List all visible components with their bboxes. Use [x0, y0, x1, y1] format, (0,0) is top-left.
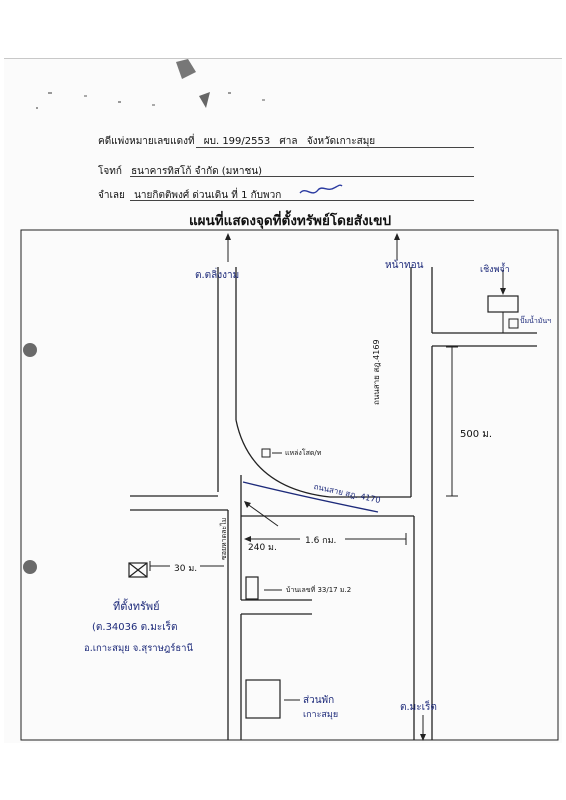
plaintiff-name: ธนาคารทิสโก้ จำกัด (มหาชน) — [131, 166, 263, 177]
label-property-line2: อ.เกาะสมุย จ.สุราษฎร์ธานี — [84, 643, 193, 654]
label-property-line1: (ต.34036 ต.มะเร็ต — [92, 622, 178, 633]
map-frame — [20, 229, 559, 741]
court-name: จังหวัดเกาะสมุย — [306, 136, 376, 147]
map-title: แผนที่แสดงจุดที่ตั้งทรัพย์โดยสังเขป — [188, 213, 392, 229]
label-30m: 30 ม. — [174, 564, 198, 574]
court-label: ศาล — [279, 136, 298, 147]
plaintiff-line: โจทก์ ธนาคารทิสโก้ จำกัด (มหาชน) — [98, 164, 268, 179]
label-240m: 240 ม. — [248, 543, 277, 553]
label-north-left: ต.ตลิ่งงาม — [195, 270, 240, 281]
case-number-line: คดีแพ่งหมายเลขแดงที่ ผบ. 199/2553 ศาล จั… — [98, 134, 381, 149]
property-marker — [128, 562, 148, 578]
label-property-title: ที่ตั้งทรัพย์ — [113, 600, 160, 613]
defendant-underline — [130, 200, 474, 201]
binder-hole-top — [23, 343, 37, 357]
label-school-line2: เกาะสมุย — [303, 710, 339, 720]
defendant-label: จำเลย — [98, 190, 125, 201]
label-gas-station-small: ปั๊มน้ำมันฯ — [520, 317, 552, 325]
plaintiff-underline — [130, 176, 474, 177]
label-500m: 500 ม. — [460, 429, 493, 440]
label-top-right-place: เชิงพจ้ำ — [480, 265, 510, 275]
label-school-line1: ส่วนพัก — [303, 695, 335, 706]
case-number: ผบ. 199/2553 — [203, 136, 271, 147]
paper-sheet — [4, 58, 562, 743]
label-hydro: แหล่งโสด/ท — [285, 449, 322, 457]
binder-hole-bottom — [23, 560, 37, 574]
defendant-line: จำเลย นายกิตติพงศ์ ด่วนเดิน ที่ 1 กับพวก — [98, 188, 287, 203]
label-north-right: หน้าทอน — [385, 260, 424, 271]
label-1-6km: 1.6 กม. — [305, 536, 337, 546]
plaintiff-label: โจทก์ — [98, 166, 122, 177]
defendant-name: นายกิตติพงศ์ ด่วนเดิน ที่ 1 กับพวก — [134, 190, 282, 201]
label-south: ต.มะเร็ต — [400, 702, 437, 713]
case-underline — [196, 147, 474, 148]
label-house-no: บ้านเลขที่ 33/17 ม.2 — [286, 586, 352, 594]
case-label: คดีแพ่งหมายเลขแดงที่ — [98, 136, 195, 147]
label-soi: ซอยหาดละไม — [220, 517, 228, 560]
label-road-4169: ถนนสาย สฎ.4169 — [372, 339, 381, 405]
